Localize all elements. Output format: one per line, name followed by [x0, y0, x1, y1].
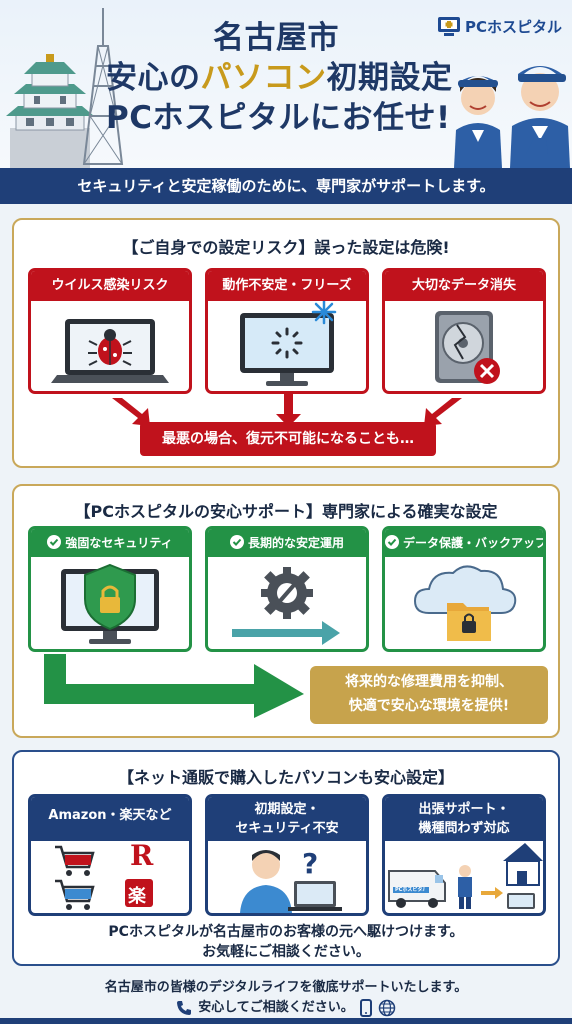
online-label-line-1: Amazon・楽天など: [48, 808, 172, 823]
online-section: 【ネット通販で購入したパソコンも安心設定】 Amazon・楽天など R 楽: [12, 750, 560, 966]
online-card-label: 初期設定・ セキュリティ不安: [208, 797, 366, 841]
pc-hospital-logo-icon: [437, 17, 460, 36]
check-icon: [47, 535, 62, 549]
risk-section-title: 【ご自身での設定リスク】誤った設定は危険!: [122, 238, 450, 257]
support-card-backup: データ保護・バックアップ: [382, 526, 546, 652]
footer-line-2-wrap: 安心してご相談ください。: [0, 998, 572, 1018]
van-logo-text: PCホスピタル: [395, 887, 425, 893]
rakuten-r-logo: R: [130, 839, 154, 872]
support-label-text: 強固なセキュリティ: [65, 536, 173, 550]
brand-logo: PCホスピタル: [437, 14, 562, 38]
support-label-text: データ保護・バックアップ: [403, 536, 546, 550]
online-label-line-2: セキュリティ不安: [235, 821, 339, 836]
smartphone-icon: [359, 999, 372, 1017]
risk-section: 【ご自身での設定リスク】誤った設定は危険! ウイルス感染リスク 動作不安定・フリ: [12, 218, 560, 468]
online-card-shops: Amazon・楽天など R 楽: [28, 794, 192, 916]
online-note: PCホスピタルが名古屋市のお客様の元へ駆けつけます。 お気軽にご相談ください。: [14, 922, 558, 962]
check-icon: [385, 535, 399, 549]
support-card-label: 長期的な安定運用: [208, 529, 366, 557]
support-card-security: 強固なセキュリティ: [28, 526, 192, 652]
title-highlight: パソコン: [200, 60, 327, 96]
title-line-2: 安心のパソコン初期設定: [106, 58, 452, 98]
nagoya-castle-icon: [6, 54, 94, 168]
title-pre: 安心の: [106, 60, 201, 96]
confused-user-icon: ?: [240, 847, 342, 913]
footer-line-2: 安心してご相談ください。: [198, 1000, 354, 1015]
title-line-1: 名古屋市: [213, 20, 339, 56]
online-section-title: 【ネット通販で購入したパソコンも安心設定】: [117, 768, 454, 787]
benefit-line-2: 快適で安心な環境を提供!: [348, 698, 510, 714]
gear-wrench-icon: [232, 567, 340, 645]
online-card-label: Amazon・楽天など: [31, 797, 189, 841]
broken-hdd-icon: [435, 311, 500, 384]
support-section: 【PCホスピタルの安心サポート】専門家による確実な設定 強固なセキュリティ 長期…: [12, 484, 560, 738]
warning-message: 最悪の場合、復元不可能になることも…: [140, 422, 436, 456]
online-label-line-2: 機種問わず対応: [418, 821, 510, 836]
risk-card-label: 大切なデータ消失: [385, 271, 543, 301]
risk-card-freeze: 動作不安定・フリーズ: [205, 268, 369, 394]
support-card-label: データ保護・バックアップ: [385, 529, 543, 557]
tv-tower-icon: [82, 8, 124, 165]
check-icon: [229, 535, 244, 549]
support-card-label: 強固なセキュリティ: [31, 529, 189, 557]
bug-laptop-icon: [51, 319, 169, 383]
frozen-monitor-icon: [240, 299, 337, 386]
globe-icon: [378, 999, 396, 1017]
risk-card-data-loss: 大切なデータ消失: [382, 268, 546, 394]
van-technician-icon: [388, 843, 543, 909]
risk-card-label: 動作不安定・フリーズ: [208, 271, 366, 301]
online-card-label: 出張サポート・ 機種問わず対応: [385, 797, 543, 841]
intro-banner: セキュリティと安定稼働のために、専門家がサポートします。: [0, 168, 572, 204]
flow-arrow-icon: [44, 654, 304, 718]
shield-lock-icon: [61, 563, 159, 644]
online-card-worry: 初期設定・ セキュリティ不安 ?: [205, 794, 369, 916]
note-line-1: PCホスピタルが名古屋市のお客様の元へ駆けつけます。: [108, 924, 464, 940]
logo-text: PCホスピタル: [464, 17, 562, 36]
benefit-line-1: 将来的な修理費用を抑制、: [345, 674, 513, 690]
support-section-title: 【PCホスピタルの安心サポート】専門家による確実な設定: [74, 502, 498, 521]
svg-text:?: ?: [302, 847, 318, 880]
rakuten-kanji-logo: 楽: [128, 886, 146, 907]
header: 名古屋市 安心のパソコン初期設定 PCホスピタルにお任せ! PCホスピタル: [0, 0, 572, 168]
note-line-2: お気軽にご相談ください。: [202, 944, 370, 960]
support-label-text: 長期的な安定運用: [247, 536, 344, 550]
cloud-folder-icon: [413, 565, 517, 641]
shopping-cart-icon: [55, 845, 153, 910]
online-label-line-1: 初期設定・: [254, 802, 320, 817]
support-card-stability: 長期的な安定運用: [205, 526, 369, 652]
footer: 名古屋市の皆様のデジタルライフを徹底サポートいたします。 安心してご相談ください…: [0, 970, 572, 1024]
page-title: 名古屋市 安心のパソコン初期設定 PCホスピタルにお任せ!: [106, 18, 452, 138]
footer-line-1: 名古屋市の皆様のデジタルライフを徹底サポートいたします。: [104, 980, 468, 995]
benefit-message: 将来的な修理費用を抑制、 快適で安心な環境を提供!: [310, 666, 548, 724]
title-post: 初期設定: [326, 60, 453, 96]
phone-icon: [177, 1001, 192, 1015]
title-line-3: PCホスピタルにお任せ!: [106, 100, 451, 136]
online-card-visit: 出張サポート・ 機種問わず対応 PCホスピタル: [382, 794, 546, 916]
risk-card-label: ウイルス感染リスク: [31, 271, 189, 301]
risk-card-virus: ウイルス感染リスク: [28, 268, 192, 394]
online-label-line-1: 出張サポート・: [418, 802, 510, 817]
risk-arrows: [112, 394, 462, 427]
footer-bar: [0, 1018, 572, 1024]
staff-illustration-icon: [454, 66, 570, 168]
